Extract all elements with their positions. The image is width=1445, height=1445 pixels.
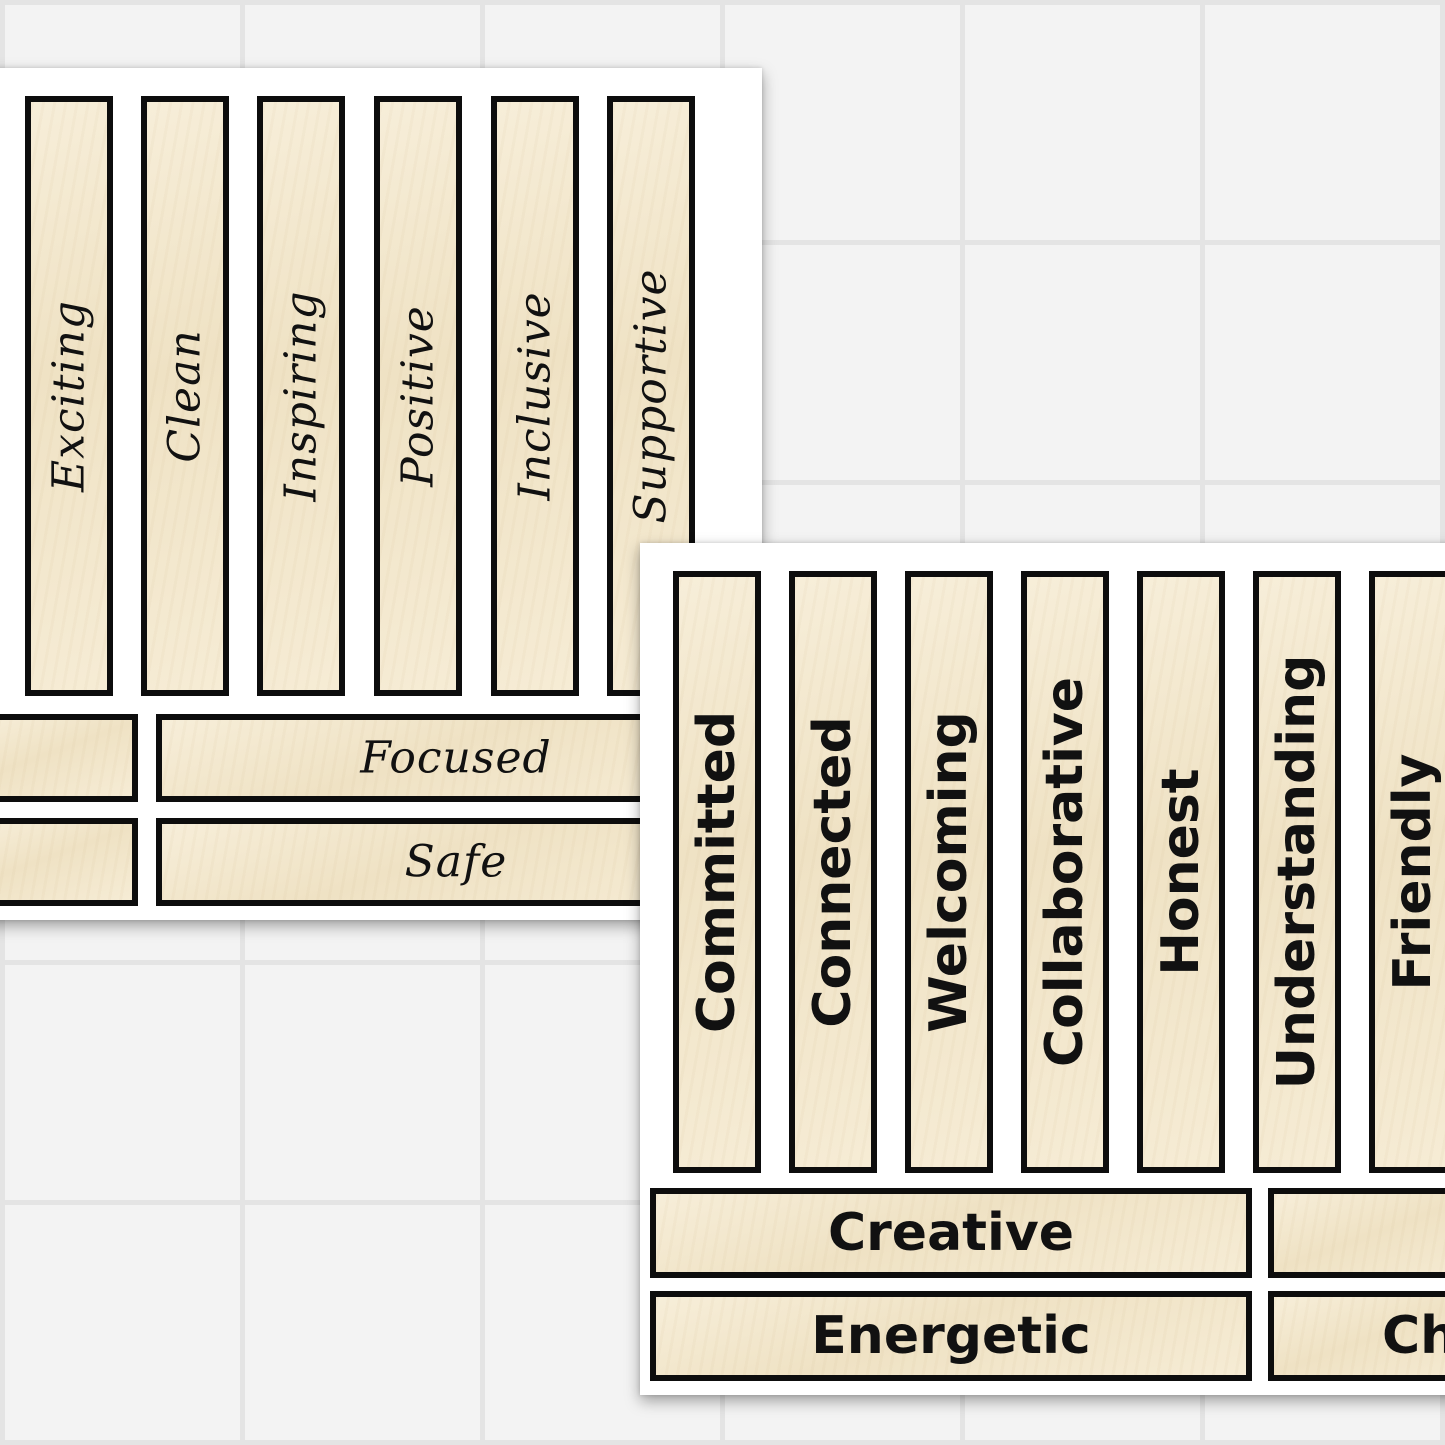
word-label: Inspiring <box>275 290 327 502</box>
word-label: Exciting <box>43 300 95 492</box>
word-strip-inclusive: Inclusive <box>491 96 579 696</box>
word-strip-partial: Ch <box>1268 1291 1445 1381</box>
word-label: Collaborative <box>1035 676 1095 1068</box>
word-strip-committed: Committed <box>673 571 761 1173</box>
word-label: Focused <box>360 732 552 784</box>
word-label: Clean <box>159 329 211 463</box>
word-strip-inspiring: Inspiring <box>257 96 345 696</box>
word-label: Ch <box>1382 1306 1445 1366</box>
right-printable-sheet: Committed Connected Welcoming Collaborat… <box>640 543 1445 1395</box>
word-label: Positive <box>392 305 444 487</box>
word-label: Understanding <box>1267 654 1327 1090</box>
left-printable-sheet: Exciting Clean Inspiring Positive Inclus… <box>0 68 762 920</box>
word-label: Honest <box>1151 768 1211 976</box>
word-strip-honest: Honest <box>1137 571 1225 1173</box>
word-strip-energetic: Energetic <box>650 1291 1252 1381</box>
word-strip-collaborative: Collaborative <box>1021 571 1109 1173</box>
word-label: Connected <box>803 716 863 1028</box>
word-label: Inclusive <box>509 291 561 501</box>
word-label: Committed <box>687 710 747 1034</box>
word-label: Safe <box>404 836 508 888</box>
word-strip-partial <box>0 714 138 802</box>
word-strip-partial <box>0 818 138 906</box>
word-strip-exciting: Exciting <box>25 96 113 696</box>
word-label: Friendly <box>1383 753 1443 991</box>
word-label: Supportive <box>625 268 677 524</box>
word-strip-clean: Clean <box>141 96 229 696</box>
word-label: Energetic <box>811 1306 1091 1366</box>
word-label: Welcoming <box>919 711 979 1033</box>
word-label: Creative <box>827 1203 1075 1263</box>
word-strip-partial <box>1268 1188 1445 1278</box>
word-strip-friendly: Friendly <box>1369 571 1445 1173</box>
word-strip-welcoming: Welcoming <box>905 571 993 1173</box>
word-strip-understanding: Understanding <box>1253 571 1341 1173</box>
word-strip-positive: Positive <box>374 96 462 696</box>
word-strip-creative: Creative <box>650 1188 1252 1278</box>
word-strip-connected: Connected <box>789 571 877 1173</box>
